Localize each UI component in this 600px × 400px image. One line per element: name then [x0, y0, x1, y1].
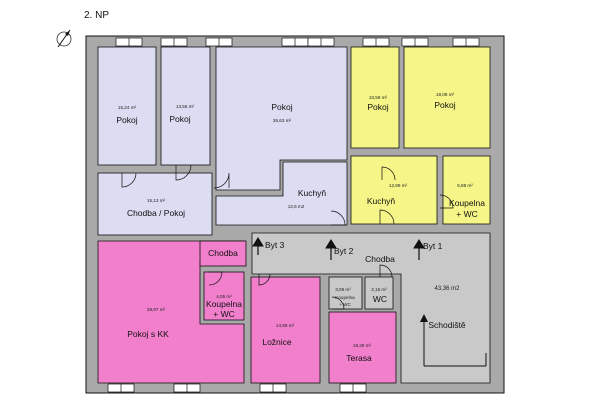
label-kuchyn-1: Kuchyň — [298, 188, 327, 198]
area-pokoj-kk: 39,97 m² — [147, 307, 166, 312]
label-pokoj-d: Pokoj — [367, 102, 388, 112]
area-pokoj-e: 18,08 m² — [436, 92, 455, 97]
area-wc: 2,15 m² — [371, 287, 387, 292]
door-swings — [121, 164, 454, 310]
windows-top — [115, 37, 480, 47]
room-pokoj-d[interactable] — [350, 46, 400, 149]
area-loznice: 14,99 m² — [276, 323, 295, 328]
label-koupelna-wc-2-line2: + WC — [213, 309, 235, 319]
label-byt3: Byt 3 — [265, 240, 285, 250]
area-chodba-pokoj: 15,13 m² — [147, 198, 166, 203]
north-arrow-icon — [56, 29, 72, 48]
room-pokoj-e[interactable] — [403, 46, 491, 149]
room-koupelna-wc-2[interactable] — [203, 271, 245, 321]
label-pokoj-kk: Pokoj s KK — [127, 329, 169, 339]
label-byt2: Byt 2 — [334, 246, 354, 256]
label-koupelna-wc-1: Koupelna — [449, 198, 485, 208]
area-pokoj-c: 36,63 m² — [273, 118, 292, 123]
room-pokoj-a[interactable] — [97, 46, 157, 166]
room-chodba-small[interactable] — [199, 240, 247, 267]
label-koupelna-wc-3-line2: + WC — [339, 302, 351, 307]
windows-bottom — [107, 383, 367, 393]
room-wc[interactable] — [364, 276, 394, 310]
room-chodba-pokoj[interactable] — [97, 172, 213, 236]
room-koupelna-wc-3[interactable] — [328, 276, 363, 310]
label-chodba-pokoj: Chodba / Pokoj — [127, 208, 185, 218]
label-terasa: Terasa — [346, 353, 372, 363]
label-chodba-small: Chodba — [208, 248, 238, 258]
area-kuchyn-2: 12,99 m² — [389, 183, 408, 188]
area-terasa: 18,39 m² — [353, 343, 372, 348]
area-schodiste: 43,36 m2 — [434, 286, 460, 292]
room-kuchyn-1[interactable] — [215, 161, 348, 226]
label-schodiste: Schodiště — [428, 320, 466, 330]
area-koupelna-wc-3: 3,09 m² — [335, 287, 351, 292]
room-terasa[interactable] — [328, 311, 397, 384]
room-chodba-main[interactable] — [251, 232, 491, 384]
floor-label: 2. NP — [84, 10, 109, 21]
area-pokoj-d: 10,58 m² — [369, 95, 388, 100]
staircase-icon — [420, 314, 487, 367]
entrance-arrow-icon — [252, 237, 425, 260]
label-pokoj-e: Pokoj — [434, 100, 455, 110]
label-chodba-main: Chodba — [365, 254, 395, 264]
label-pokoj-c: Pokoj — [271, 102, 292, 112]
label-wc: WC — [373, 294, 387, 304]
area-pokoj-a: 15,24 m² — [118, 105, 137, 110]
room-kuchyn-2[interactable] — [350, 155, 438, 225]
room-loznice[interactable] — [250, 276, 321, 384]
room-pokoj-c[interactable] — [215, 46, 348, 191]
label-kuchyn-2: Kuchyň — [367, 196, 396, 206]
area-pokoj-b: 13,56 m² — [176, 104, 195, 109]
label-byt1: Byt 1 — [423, 241, 443, 251]
label-pokoj-a: Pokoj — [116, 115, 137, 125]
label-pokoj-b: Pokoj — [169, 114, 190, 124]
area-koupelna-wc-1: 6,98 m² — [457, 183, 473, 188]
label-koupelna-wc-1-line2: + WC — [456, 209, 478, 219]
room-pokoj-b[interactable] — [160, 46, 211, 166]
label-koupelna-wc-3: Koupelna — [335, 295, 355, 300]
area-kuchyn-1: 13,6 m2 — [288, 204, 305, 209]
label-koupelna-wc-2: Koupelna — [206, 299, 242, 309]
area-koupelna-wc-2: 4,05 m² — [216, 294, 232, 299]
label-loznice: Ložnice — [262, 337, 292, 347]
room-koupelna-wc-1[interactable] — [442, 155, 491, 225]
